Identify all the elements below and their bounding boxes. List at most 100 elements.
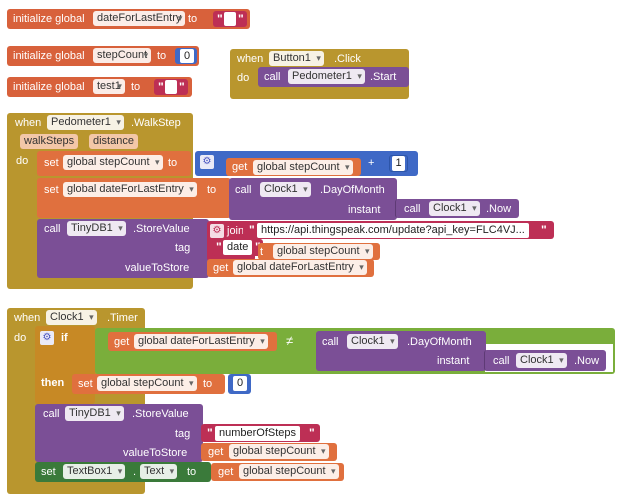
gear-icon[interactable]: ⚙ xyxy=(210,224,224,238)
variable-dropdown[interactable]: global dateForLastEntry xyxy=(63,182,197,197)
empty-text-value[interactable] xyxy=(224,12,236,26)
empty-text-value[interactable] xyxy=(165,80,177,94)
init-global-dateForLastEntry[interactable]: initialize global dateForLastEntry to " … xyxy=(7,9,250,29)
to-label: to xyxy=(188,13,198,25)
number-value[interactable]: 1 xyxy=(392,156,405,171)
call-clock-now[interactable]: call Clock1 .Now xyxy=(395,199,519,218)
call-clock-dayofmonth[interactable]: call Clock1 .DayOfMonth instant xyxy=(229,178,397,220)
variable-dropdown[interactable]: global stepCount xyxy=(229,444,329,459)
quote-close: " xyxy=(309,426,315,440)
tag-text-block[interactable]: " date " xyxy=(212,239,263,256)
variable-dropdown[interactable]: global stepCount xyxy=(273,244,373,259)
get-global-dateForLastEntry[interactable]: get global dateForLastEntry xyxy=(207,259,374,277)
to-label: to xyxy=(131,81,141,93)
param-walkSteps[interactable]: walkSteps xyxy=(20,134,79,149)
variable-dropdown[interactable]: global stepCount xyxy=(63,155,163,170)
var-name-field[interactable]: test1 xyxy=(93,79,125,94)
set-textbox1-text[interactable]: set TextBox1 . Text to xyxy=(35,462,211,482)
join-label: join xyxy=(227,225,245,237)
number-block[interactable]: 0 xyxy=(228,374,251,394)
component-dropdown[interactable]: Clock1 xyxy=(347,334,398,349)
if-then-block[interactable]: ⚙ if then xyxy=(35,326,95,404)
number-value[interactable]: 0 xyxy=(180,49,194,63)
get-label: get xyxy=(232,161,248,173)
call-tinydb-storevalue-timer[interactable]: call TinyDB1 .StoreValue tag valueToStor… xyxy=(35,404,203,462)
to-label: to xyxy=(203,378,213,390)
variable-dropdown[interactable]: global stepCount xyxy=(97,376,197,391)
set-global-stepCount-reset[interactable]: set global stepCount to xyxy=(72,374,225,394)
event-name: .Click xyxy=(334,53,361,65)
get-global-stepCount-join[interactable]: t global stepCount xyxy=(258,243,380,260)
to-label: to xyxy=(187,466,197,478)
init-label: initialize global xyxy=(13,13,85,25)
quote-open: " xyxy=(216,240,222,254)
property-dropdown[interactable]: Text xyxy=(140,464,178,479)
component-dropdown[interactable]: Clock1 xyxy=(429,201,480,216)
component-dropdown[interactable]: TinyDB1 xyxy=(67,221,126,236)
get-global-stepCount-store[interactable]: get global stepCount xyxy=(201,443,337,461)
call-label: call xyxy=(44,223,61,235)
method-name: .Start xyxy=(370,71,397,83)
quote-open: " xyxy=(207,426,213,440)
call-label: call xyxy=(43,408,60,420)
param-distance[interactable]: distance xyxy=(89,134,138,149)
var-name-field[interactable]: stepCount xyxy=(93,48,152,63)
tag-text-block-timer[interactable]: " numberOfSteps " xyxy=(201,424,320,442)
get-label: get xyxy=(213,262,229,274)
call-clock-dayofmonth-timer[interactable]: call Clock1 .DayOfMonth instant xyxy=(316,331,486,371)
component-dropdown[interactable]: Pedometer1 xyxy=(288,69,365,84)
method-name: .DayOfMonth xyxy=(320,184,385,196)
empty-text-block[interactable]: " " xyxy=(213,11,247,27)
variable-dropdown[interactable]: global stepCount xyxy=(253,160,353,175)
call-pedometer-start[interactable]: call Pedometer1 .Start xyxy=(258,67,409,87)
to-label: to xyxy=(168,157,178,169)
url-text-block[interactable]: " https://api.thingspeak.com/update?api_… xyxy=(243,221,554,239)
component-dropdown[interactable]: Button1 xyxy=(269,51,324,66)
get-label: get xyxy=(114,336,130,348)
call-clock-now-timer[interactable]: call Clock1 .Now xyxy=(484,350,606,371)
call-label: call xyxy=(235,184,252,196)
number-value[interactable]: 0 xyxy=(233,376,247,391)
tag-text-value[interactable]: numberOfSteps xyxy=(215,426,301,441)
quote-open: " xyxy=(158,80,164,94)
component-dropdown[interactable]: Clock1 xyxy=(46,310,97,325)
var-name-field[interactable]: dateForLastEntry xyxy=(93,11,186,26)
tag-label: tag xyxy=(175,242,191,254)
component-dropdown[interactable]: Clock1 xyxy=(516,353,567,368)
component-dropdown[interactable]: TinyDB1 xyxy=(65,406,124,421)
empty-text-block[interactable]: " " xyxy=(154,79,188,95)
then-label: then xyxy=(41,377,65,389)
init-label: initialize global xyxy=(13,50,85,62)
event-button1-click[interactable]: when Button1 .Click do call Pedometer1 .… xyxy=(230,49,409,99)
init-global-stepCount[interactable]: initialize global stepCount to 0 xyxy=(7,46,199,66)
number-block[interactable]: 1 xyxy=(389,155,408,172)
number-block[interactable]: 0 xyxy=(175,48,197,64)
dot-separator: . xyxy=(133,466,137,478)
get-global-stepCount-textbox[interactable]: get global stepCount xyxy=(211,463,344,481)
do-label: do xyxy=(237,72,250,84)
get-label: get xyxy=(208,446,224,458)
component-dropdown[interactable]: TextBox1 xyxy=(63,464,126,479)
tag-text-value[interactable]: date xyxy=(223,240,253,255)
url-text-value[interactable]: https://api.thingspeak.com/update?api_ke… xyxy=(257,223,529,238)
set-global-stepCount[interactable]: set global stepCount to xyxy=(37,151,191,176)
component-dropdown[interactable]: Pedometer1 xyxy=(47,115,124,130)
gear-icon[interactable]: ⚙ xyxy=(40,331,54,345)
get-global-stepCount[interactable]: get global stepCount xyxy=(226,158,361,176)
component-dropdown[interactable]: Clock1 xyxy=(260,182,311,197)
method-name: .StoreValue xyxy=(133,223,190,235)
instant-label: instant xyxy=(348,204,381,216)
variable-dropdown[interactable]: global stepCount xyxy=(239,464,339,479)
variable-dropdown[interactable]: global dateForLastEntry xyxy=(134,334,268,349)
value-to-store-label: valueToStore xyxy=(125,262,190,274)
method-name: .Now xyxy=(574,355,600,367)
get-global-dateForLastEntry-compare[interactable]: get global dateForLastEntry xyxy=(108,332,277,351)
variable-dropdown[interactable]: global dateForLastEntry xyxy=(233,260,367,275)
call-label: call xyxy=(264,71,281,83)
event-name: .Timer xyxy=(107,312,138,324)
gear-icon[interactable]: ⚙ xyxy=(200,155,214,169)
call-tinydb-storevalue[interactable]: call TinyDB1 .StoreValue tag valueToStor… xyxy=(37,219,209,278)
init-global-test1[interactable]: initialize global test1 to " " xyxy=(7,77,192,97)
call-label: call xyxy=(493,355,510,367)
set-global-dateForLastEntry[interactable]: set global dateForLastEntry to xyxy=(37,178,231,218)
